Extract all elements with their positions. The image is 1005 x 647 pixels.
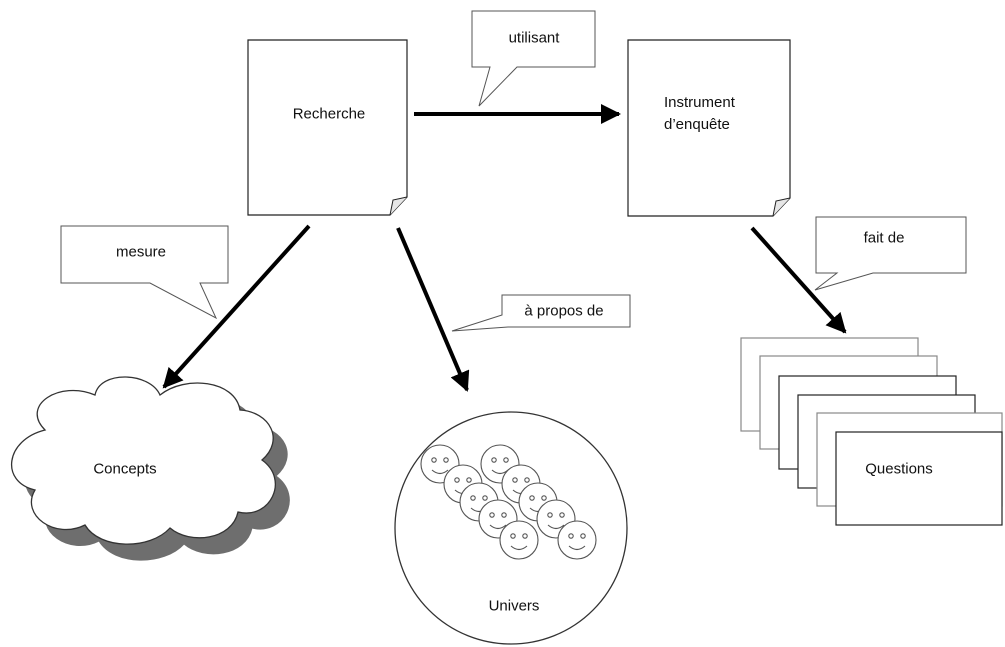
arrow-mesure: [162, 224, 311, 389]
instrument-label-line2: d’enquête: [664, 116, 730, 133]
smiley-face-icon: [499, 520, 539, 560]
smiley-face-icon: [557, 520, 597, 560]
recherche-label: Recherche: [292, 105, 366, 123]
mesure-label: mesure: [115, 243, 167, 261]
instrument-label: Instrument d’enquête: [664, 92, 735, 136]
univers-label: Univers: [488, 597, 540, 615]
a-propos-de-bubble: [451, 294, 631, 332]
utilisant-label: utilisant: [508, 29, 560, 47]
recherche-document: [247, 39, 408, 216]
question-cards-stack: [740, 337, 1003, 526]
smiley-faces: [420, 444, 597, 560]
question-card: [835, 431, 1003, 526]
fait-de-label: fait de: [863, 229, 905, 247]
concepts-label: Concepts: [93, 460, 157, 478]
questions-label: Questions: [865, 460, 933, 478]
arrow-a-propos-de: [396, 227, 470, 392]
concepts-cloud: [10, 376, 290, 561]
utilisant-bubble: [471, 10, 596, 107]
a-propos-de-label: à propos de: [524, 302, 604, 320]
fait-de-bubble: [814, 216, 967, 291]
instrument-label-line1: Instrument: [664, 94, 735, 111]
arrow-fait-de: [750, 226, 847, 334]
instrument-document: [627, 39, 791, 217]
mesure-bubble: [60, 225, 229, 320]
